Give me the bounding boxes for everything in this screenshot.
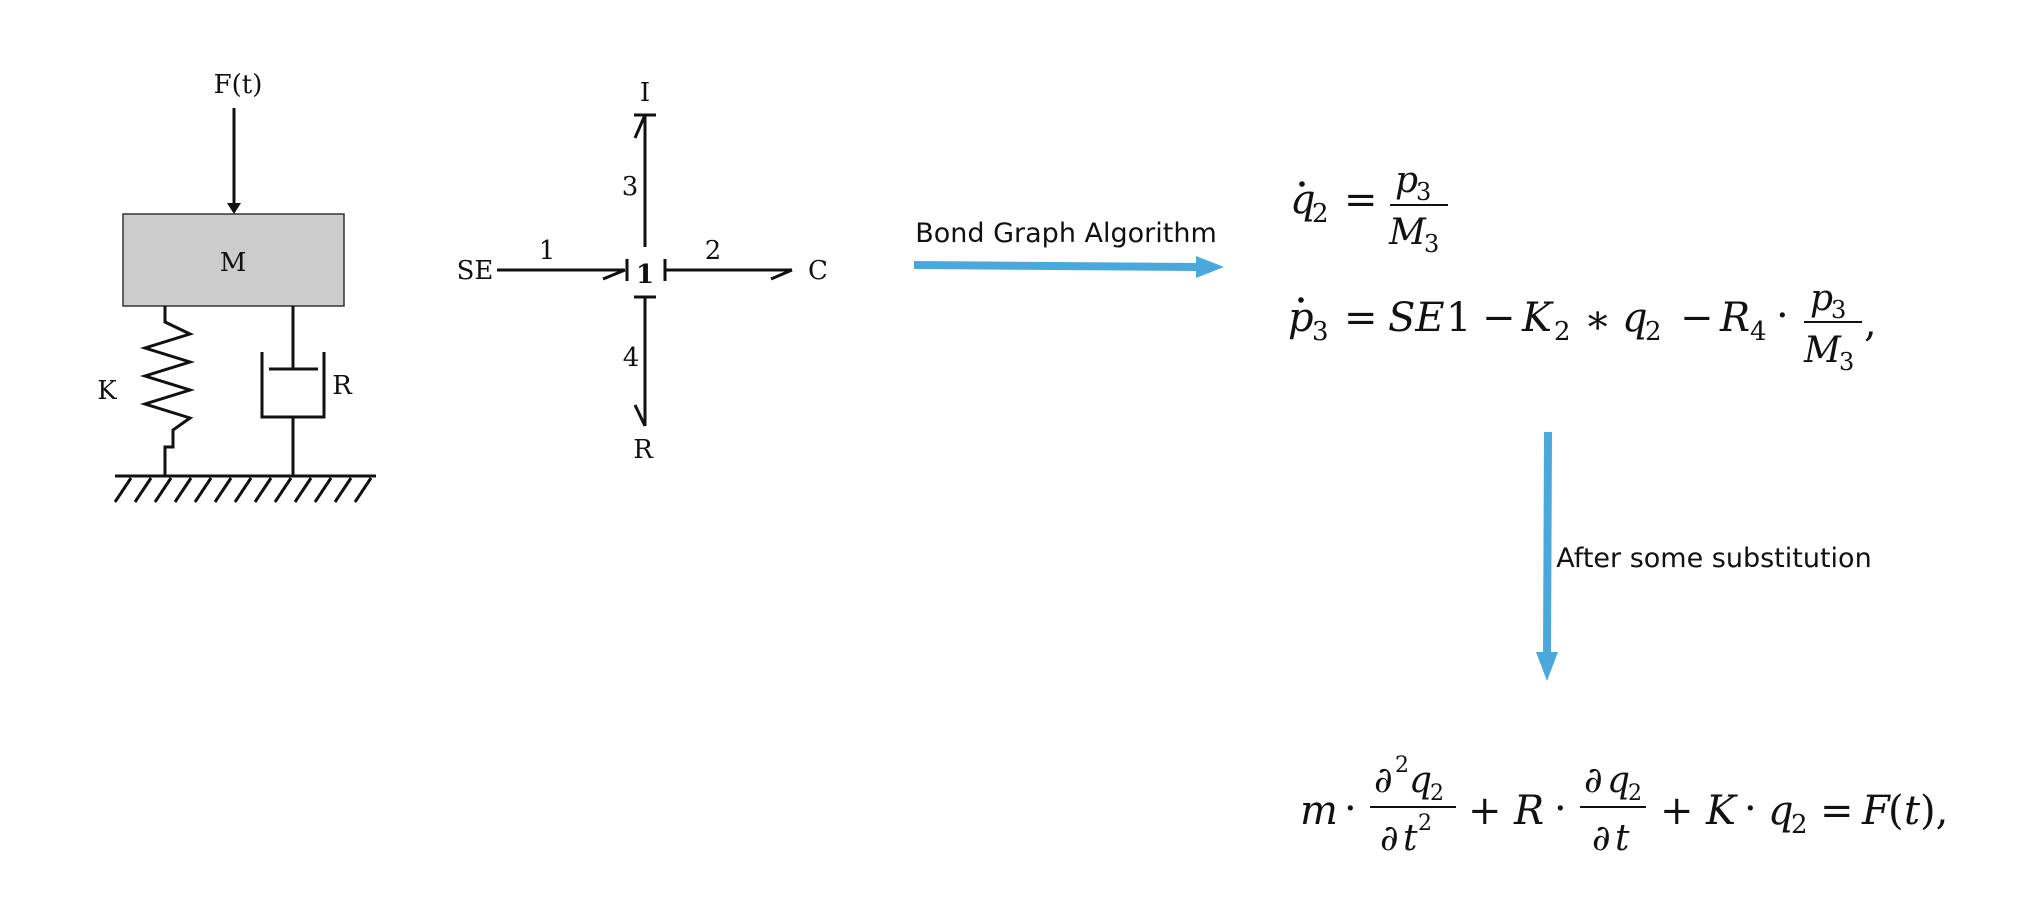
svg-text:K: K: [1521, 295, 1554, 341]
svg-text:2: 2: [1430, 781, 1444, 806]
svg-text:∗: ∗: [1584, 297, 1611, 343]
svg-text:q: q: [1607, 760, 1630, 801]
svg-text:=: =: [1344, 177, 1378, 223]
svg-text:q: q: [1768, 788, 1794, 834]
svg-text:·: ·: [1554, 786, 1567, 832]
svg-text:2: 2: [1312, 199, 1329, 229]
svg-text:2: 2: [1645, 317, 1662, 347]
svg-text:∂: ∂: [1380, 818, 1399, 859]
svg-text:m: m: [1300, 788, 1338, 834]
svg-text:3: 3: [1831, 296, 1846, 324]
svg-text:t: t: [1904, 788, 1921, 834]
svg-text:M: M: [1803, 330, 1842, 371]
bond-graph: 1 SE 1 2 C 3 I 4 R: [457, 78, 828, 465]
svg-text:3: 3: [1312, 317, 1329, 347]
svg-text:R: R: [1513, 788, 1544, 834]
bond-number-1: 1: [539, 236, 556, 266]
force-label: F(t): [214, 70, 263, 100]
bond-graph-algorithm-arrow: Bond Graph Algorithm: [913, 218, 1224, 278]
svg-text:2: 2: [1791, 810, 1808, 840]
svg-text:),: ),: [1920, 788, 1948, 834]
svg-text:p: p: [1810, 278, 1833, 319]
svg-text:t: t: [1615, 818, 1630, 859]
svg-text:q: q: [1409, 760, 1432, 801]
source-effort-label: SE: [457, 256, 494, 286]
svg-text:p: p: [1395, 160, 1418, 201]
damper: [260, 306, 326, 476]
svg-text:q: q: [1622, 295, 1648, 341]
svg-text:∂: ∂: [1374, 760, 1393, 801]
svg-text:2: 2: [1418, 811, 1432, 836]
svg-text:4: 4: [1750, 317, 1767, 347]
svg-text:R: R: [1719, 295, 1750, 341]
svg-text:=: =: [1344, 295, 1378, 341]
svg-text:−: −: [1680, 295, 1714, 341]
svg-text:∂: ∂: [1584, 760, 1603, 801]
svg-text:F: F: [1861, 788, 1891, 834]
svg-text:−: −: [1482, 295, 1516, 341]
svg-text:+: +: [1468, 788, 1502, 834]
svg-text:=: =: [1820, 788, 1854, 834]
after-some-substitution-label: After some substitution: [1556, 543, 1871, 574]
svg-text:SE: SE: [1388, 295, 1445, 341]
state-equations: q 2 = p 3 M 3 p 3 = SE 1 − K 2 ∗ q 2 − R…: [1288, 160, 1877, 376]
equation-q2-dot: q 2 = p 3 M 3: [1290, 160, 1448, 258]
ground: [113, 474, 376, 503]
svg-text:2: 2: [1395, 753, 1409, 778]
bond-3-half-arrow: [633, 114, 647, 139]
final-equation: m · ∂ 2 q 2 ∂ t 2 + R · ∂ q 2 ∂ t + K · …: [1300, 753, 1948, 859]
bond-number-3: 3: [622, 172, 639, 202]
svg-text:+: +: [1660, 788, 1694, 834]
spring: [139, 306, 196, 476]
svg-text:1: 1: [1446, 295, 1471, 341]
svg-text:·: ·: [1776, 293, 1789, 339]
svg-text:3: 3: [1416, 178, 1431, 206]
svg-text:·: ·: [1344, 786, 1357, 832]
svg-text:(: (: [1888, 788, 1904, 834]
inertia-label: I: [640, 78, 650, 108]
spring-label: K: [97, 376, 117, 406]
resistor-label: R: [633, 435, 654, 465]
damper-label: R: [332, 371, 353, 401]
svg-text:3: 3: [1424, 230, 1439, 258]
mass-block: [122, 213, 345, 307]
svg-text:2: 2: [1554, 317, 1571, 347]
mass-spring-damper-system: F(t) M K R: [97, 70, 376, 503]
equation-p3-dot: p 3 = SE 1 − K 2 ∗ q 2 − R 4 · p 3 M 3 ,: [1288, 278, 1877, 376]
mass-label: M: [220, 248, 247, 278]
junction-1: 1: [636, 260, 654, 290]
svg-text:·: ·: [1744, 786, 1757, 832]
capacitor-label: C: [808, 256, 828, 286]
bond-2-half-arrow: [770, 268, 793, 281]
substitution-arrow: After some substitution: [1536, 431, 1872, 681]
svg-text:,: ,: [1864, 300, 1877, 346]
svg-text:M: M: [1388, 212, 1427, 253]
bond-1-half-arrow: [602, 268, 626, 281]
bond-number-2: 2: [705, 236, 722, 266]
bond-4-half-arrow: [633, 404, 647, 427]
svg-text:2: 2: [1628, 781, 1642, 806]
bond-number-4: 4: [623, 343, 640, 373]
force-arrowhead: [227, 203, 241, 214]
svg-text:t: t: [1403, 818, 1418, 859]
svg-text:3: 3: [1839, 348, 1854, 376]
bond-graph-algorithm-label: Bond Graph Algorithm: [915, 218, 1217, 249]
svg-text:∂: ∂: [1592, 818, 1611, 859]
svg-text:K: K: [1705, 788, 1738, 834]
